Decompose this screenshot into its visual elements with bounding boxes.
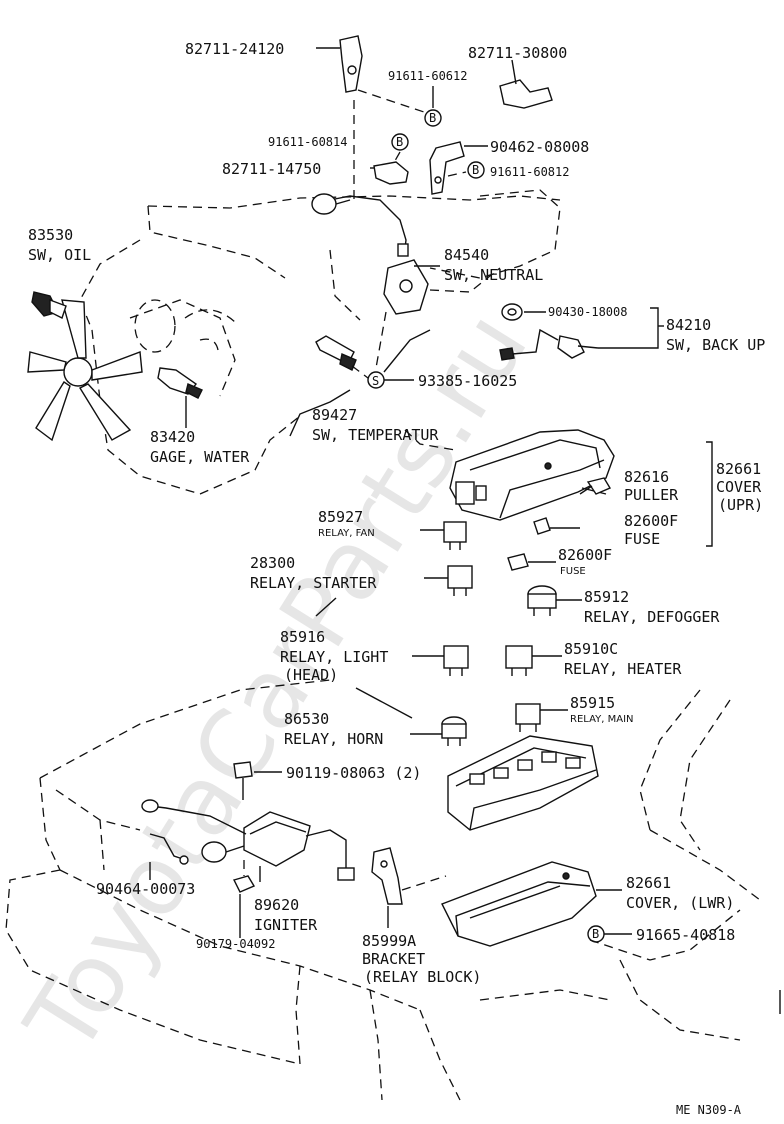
bolt-91611-60814-icon [391,133,409,151]
bracket-82711-24120-icon [339,35,363,93]
igniter-icon [141,799,355,881]
bolt-91611-60812-icon [467,161,485,179]
label-puller: PULLER [624,486,679,504]
marker-b-4: B [592,927,599,941]
label-head: (HEAD) [284,666,338,684]
label-86530: 86530 [284,710,329,728]
marker-b-2: B [396,135,403,149]
label-fuse-2: FUSE [560,566,586,577]
bracket-90462-08008-icon [429,141,465,195]
label-90462-08008: 90462-08008 [490,138,589,156]
oil-switch-icon [31,291,67,319]
marker-s: S [372,374,379,388]
label-91665-40818: 91665-40818 [636,926,735,944]
label-upr: (UPR) [718,496,763,514]
relay-block-lower-cover-icon [441,861,597,947]
label-82711-30800: 82711-30800 [468,44,567,62]
relay-block-upper-cover-icon [449,429,615,521]
relay-defogger-icon [527,585,557,616]
label-sw-oil: SW, OIL [28,246,91,264]
label-82661-upr: 82661 [716,460,761,478]
bracket-relay-block-icon [371,847,403,905]
relay-horn-icon [441,716,467,746]
label-82600f-2: 82600F [558,546,612,564]
label-sw-neutral: SW, NEUTRAL [444,266,543,284]
label-90430-18008: 90430-18008 [548,305,627,319]
wire-clamp-icon [149,833,189,865]
marker-b-3: B [472,163,479,177]
footer-code: ME N309-A [676,1103,742,1117]
stud-s-marker: S [367,371,385,389]
label-relay-starter: RELAY, STARTER [250,574,377,592]
label-85912: 85912 [584,588,629,606]
label-85910c: 85910C [564,640,618,658]
marker-b-1: B [429,111,436,125]
bolt-91611-60612-icon [424,109,442,127]
label-85916: 85916 [280,628,325,646]
label-85927: 85927 [318,508,363,526]
label-relay-light: RELAY, LIGHT [280,648,388,666]
fan-icon [27,299,143,442]
label-91611-60612: 91611-60612 [388,69,467,83]
watermark: ToyotaCarParts.ru [4,293,549,1073]
relay-main-icon [515,703,541,732]
bracket-82711-14750-icon [373,161,409,185]
label-93385-16025: 93385-16025 [418,372,517,390]
temperature-switch-icon [315,335,357,371]
nut-90179-icon [232,875,256,893]
label-83420: 83420 [150,428,195,446]
label-igniter: IGNITER [254,916,318,934]
label-82600f-1: 82600F [624,512,678,530]
label-91611-60814: 91611-60814 [268,135,347,149]
fuse-upper-icon [533,517,551,535]
label-cover-lwr: COVER, (LWR) [626,894,734,912]
label-relay-horn: RELAY, HORN [284,730,383,748]
water-gage-icon [157,367,203,399]
label-82711-14750: 82711-14750 [222,160,321,178]
relay-starter-icon [447,565,473,596]
label-90179-04092: 90179-04092 [196,937,275,951]
label-89427: 89427 [312,406,357,424]
engine-outline [79,189,561,495]
label-91611-60812: 91611-60812 [490,165,569,179]
label-gage-water: GAGE, WATER [150,448,250,466]
connector-icon [311,193,351,215]
label-85915: 85915 [570,694,615,712]
label-sw-back-up: SW, BACK UP [666,336,765,354]
label-sw-temperatur: SW, TEMPERATUR [312,426,439,444]
label-84540: 84540 [444,246,489,264]
label-82661-lwr: 82661 [626,874,671,892]
label-fuse-1: FUSE [624,530,660,548]
fuse-lower-icon [507,553,529,571]
backup-switch-icon [499,303,599,361]
label-82711-24120: 82711-24120 [185,40,284,58]
label-28300: 28300 [250,554,295,572]
neutral-switch-icon [329,195,429,315]
label-relay-block: (RELAY BLOCK) [364,968,481,986]
bolt-90119-icon [233,761,253,800]
puller-icon [579,477,612,495]
relay-block-icon [447,735,599,831]
label-bracket: BRACKET [362,950,425,968]
label-90464-00073: 90464-00073 [96,880,195,898]
bracket-82711-30800-icon [499,59,553,109]
label-relay-fan: RELAY, FAN [318,528,375,539]
label-89620: 89620 [254,896,299,914]
relay-light-head-icon [443,645,469,676]
label-85999a: 85999A [362,932,416,950]
label-82616: 82616 [624,468,669,486]
label-cover: COVER [716,478,762,496]
label-relay-heater: RELAY, HEATER [564,660,682,678]
relay-heater-icon [505,645,533,676]
label-83530: 83530 [28,226,73,244]
relay-fan-icon [443,521,467,550]
label-84210: 84210 [666,316,711,334]
vehicle-body-outline [5,679,761,1101]
label-relay-main: RELAY, MAIN [570,714,634,725]
label-90119-08063: 90119-08063 (2) [286,764,421,782]
label-relay-defogger: RELAY, DEFOGGER [584,608,720,626]
